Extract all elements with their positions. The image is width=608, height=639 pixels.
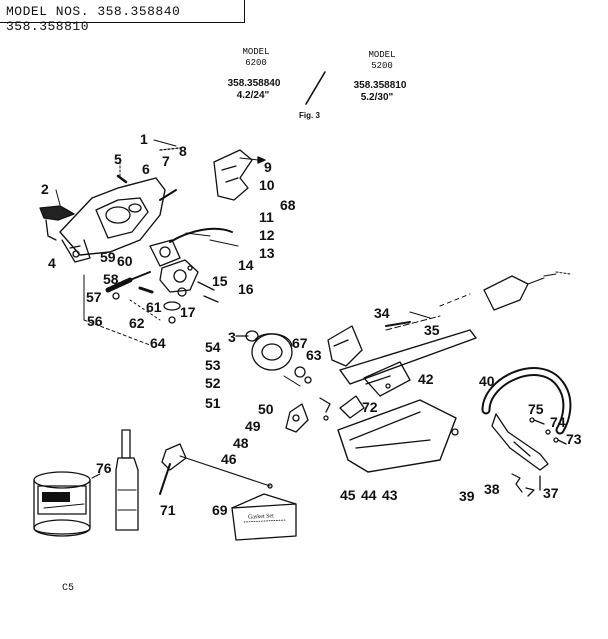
part-number-5: 5 (114, 151, 122, 167)
part-number-42: 42 (418, 371, 434, 387)
model-right-size: 5.2/30" (360, 92, 394, 103)
part-number-74: 74 (550, 414, 566, 430)
part-number-15: 15 (212, 273, 228, 289)
part-number-4: 4 (48, 255, 56, 271)
part-number-63: 63 (306, 347, 322, 363)
part-number-43: 43 (382, 487, 398, 503)
part-number-73: 73 (566, 431, 582, 447)
part-number-2: 2 (41, 181, 49, 197)
part-number-67: 67 (292, 335, 308, 351)
part-number-48: 48 (233, 435, 249, 451)
part-number-13: 13 (259, 245, 275, 261)
header-bar: MODEL NOS. 358.358840 358.358810 (0, 0, 245, 34)
part-number-56: 56 (87, 313, 103, 329)
part-number-8: 8 (179, 143, 187, 159)
part-number-71: 71 (160, 502, 176, 518)
part-number-69: 69 (212, 502, 228, 518)
part-number-64: 64 (150, 335, 166, 351)
part-number-3: 3 (228, 329, 236, 345)
part-number-72: 72 (362, 399, 378, 415)
part-number-37: 37 (543, 485, 559, 501)
part-number-45: 45 (340, 487, 356, 503)
model-left-number: 6200 (245, 58, 267, 68)
part-number-68: 68 (280, 197, 296, 213)
part-number-60: 60 (117, 253, 133, 269)
part-number-9: 9 (264, 159, 272, 175)
header-title: MODEL NOS. 358.358840 358.358810 (6, 4, 181, 34)
part-number-35: 35 (424, 322, 440, 338)
part-number-11: 11 (259, 209, 274, 225)
part-number-34: 34 (374, 305, 390, 321)
part-number-57: 57 (86, 289, 102, 305)
page-code: C5 (62, 583, 75, 594)
part-number-39: 39 (459, 488, 475, 504)
model-right-partno: 358.358810 (353, 80, 407, 91)
model-right-number: 5200 (371, 61, 393, 71)
model-left-size: 4.2/24" (236, 90, 270, 101)
model-left-partno: 358.358840 (227, 78, 281, 89)
part-number-14: 14 (238, 257, 254, 273)
part-number-51: 51 (205, 395, 221, 411)
part-number-40: 40 (479, 373, 495, 389)
part-number-59: 59 (100, 249, 116, 265)
figure-label: Fig. 3 (299, 111, 320, 120)
part-number-46: 46 (221, 451, 237, 467)
part-number-7: 7 (162, 153, 170, 169)
part-number-38: 38 (484, 481, 500, 497)
part-number-50: 50 (258, 401, 274, 417)
part-number-10: 10 (259, 177, 275, 193)
part-number-1: 1 (140, 131, 148, 147)
part-number-12: 12 (259, 227, 275, 243)
part-number-16: 16 (238, 281, 254, 297)
part-number-76: 76 (96, 460, 112, 476)
part-number-49: 49 (245, 418, 261, 434)
part-number-62: 62 (129, 315, 145, 331)
part-number-58: 58 (103, 271, 119, 287)
part-number-44: 44 (361, 487, 377, 503)
part-number-6: 6 (142, 161, 150, 177)
part-number-53: 53 (205, 357, 221, 373)
part-number-17: 17 (180, 304, 196, 320)
model-left-word: MODEL (242, 47, 270, 57)
part-number-54: 54 (205, 339, 221, 355)
part-number-61: 61 (146, 299, 162, 315)
part-number-52: 52 (205, 375, 221, 391)
part-number-75: 75 (528, 401, 544, 417)
model-right-word: MODEL (368, 50, 396, 60)
